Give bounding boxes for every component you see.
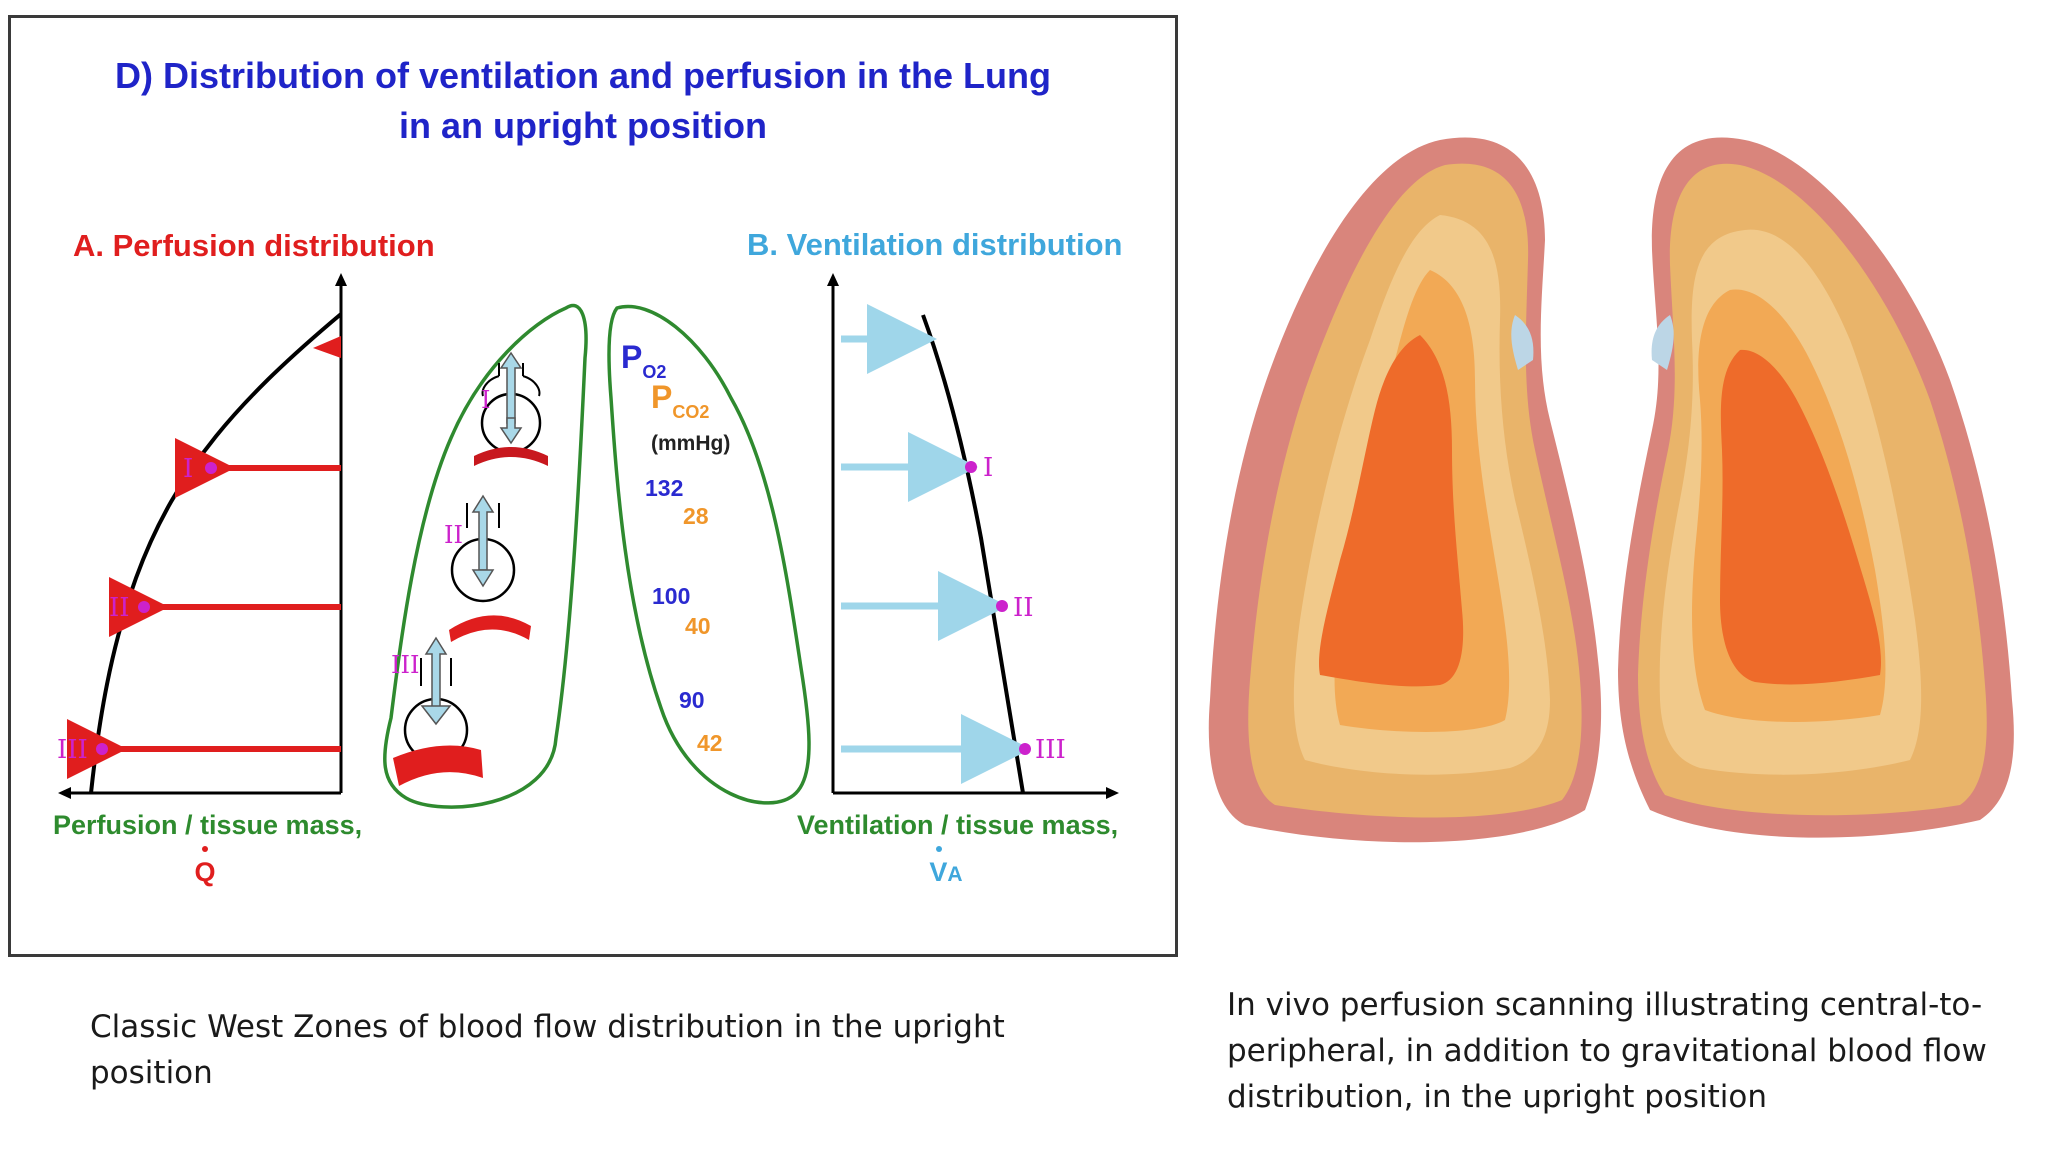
perfusion-axes <box>58 273 347 799</box>
right-lung-illustration <box>1618 137 2014 838</box>
perfusion-curve <box>89 312 343 794</box>
po2-label: PO2 <box>621 339 666 382</box>
left-lung-outline <box>383 303 588 809</box>
zone-2-alveolus <box>449 494 531 642</box>
perfusion-zone-label-2: II <box>109 593 130 623</box>
ventilation-arrow-zone-2 <box>841 571 1008 641</box>
perfusion-q-symbol: Q <box>194 857 215 887</box>
po2-value-zone-3: 90 <box>679 687 705 713</box>
perfusion-zone-label-3: III <box>57 735 88 765</box>
ventilation-curve <box>921 314 1025 794</box>
pressure-unit: (mmHg) <box>651 432 730 455</box>
lung-zone-label-3: III <box>391 651 419 679</box>
perfusion-arrow-zone-2 <box>109 577 341 637</box>
ventilation-axis-label: Ventilation / tissue mass, <box>797 810 1118 840</box>
panel-b-title: B. Ventilation distribution <box>747 227 1122 262</box>
ventilation-axes <box>827 273 1119 799</box>
zone-3-alveolus <box>393 636 483 786</box>
west-zones-figure: D) Distribution of ventilation and perfu… <box>8 15 1178 957</box>
perfusion-q-dot <box>202 846 208 852</box>
zone-1-alveolus <box>474 351 548 466</box>
figure-title-line2: in an upright position <box>399 105 767 146</box>
ventilation-zone-label-1: I <box>983 453 993 483</box>
perfusion-zone-label-1: I <box>183 454 193 484</box>
caption-perfusion-scan: In vivo perfusion scanning illustrating … <box>1227 987 1987 1115</box>
lung-zone-label-1: I <box>481 386 490 414</box>
pco2-value-zone-3: 42 <box>697 730 723 756</box>
ventilation-va-symbol: VA <box>929 857 962 887</box>
po2-value-zone-1: 132 <box>645 475 683 501</box>
right-lung-outline <box>607 304 811 805</box>
ventilation-va-dot <box>936 846 942 852</box>
po2-value-zone-2: 100 <box>652 583 690 609</box>
figure-title-line1: D) Distribution of ventilation and perfu… <box>115 55 1051 96</box>
perfusion-axis-label: Perfusion / tissue mass, <box>53 810 362 840</box>
lung-zone-label-2: II <box>444 521 463 549</box>
perfusion-scan-lungs-image <box>1208 137 2014 843</box>
perfusion-apex-wedge <box>313 336 341 358</box>
west-zones-diagram: D) Distribution of ventilation and perfu… <box>53 55 1122 887</box>
panel-a-title: A. Perfusion distribution <box>73 228 435 263</box>
ventilation-arrow-zone-3 <box>841 714 1031 784</box>
ventilation-zone-label-2: II <box>1013 593 1034 623</box>
left-lung-illustration <box>1208 137 1602 843</box>
pco2-value-zone-2: 40 <box>685 613 711 639</box>
ventilation-arrow-zone-1 <box>841 432 978 502</box>
ventilation-zone-label-3: III <box>1035 735 1066 765</box>
caption-west-zones: Classic West Zones of blood flow distrib… <box>90 1009 1005 1091</box>
pco2-label: PCO2 <box>651 379 709 422</box>
perfusion-arrow-zone-3 <box>67 719 341 779</box>
perfusion-arrow-zone-1 <box>175 438 341 498</box>
pco2-value-zone-1: 28 <box>683 503 709 529</box>
